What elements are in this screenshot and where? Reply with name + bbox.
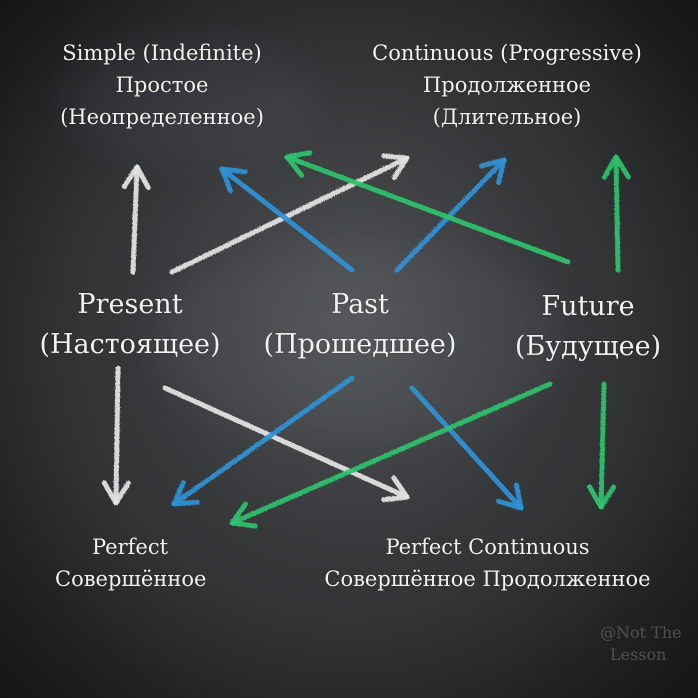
arrow-head: [219, 166, 248, 175]
future-en: Future: [541, 291, 635, 322]
arrow-shaft: [224, 170, 355, 273]
arrow-shaft: [613, 160, 621, 273]
arrow-shaft: [409, 385, 520, 507]
arrow-head: [601, 154, 619, 180]
arrow-head: [478, 157, 507, 169]
arrow-head: [613, 154, 631, 180]
future-ru: (Будущее): [514, 331, 662, 362]
arrow-shaft: [176, 375, 355, 504]
arrow-head: [229, 520, 258, 529]
arrow-head: [171, 480, 186, 507]
present-en: Present: [77, 289, 183, 320]
chalk-smudge: [60, 40, 320, 160]
present-to-perfect-arrow: [101, 365, 131, 506]
simple-ru-alt: (Неопределенное): [60, 105, 264, 129]
present-to-simple-arrow: [121, 164, 151, 275]
simple-ru: Простое: [115, 73, 209, 97]
arrow-head: [513, 482, 524, 511]
arrow-head: [229, 501, 249, 526]
perfect-ru: Совершённое: [55, 567, 207, 591]
arrow-shaft: [598, 381, 607, 504]
arrow-head: [121, 164, 140, 190]
arrow-head: [598, 484, 616, 510]
future-label: Future (Будущее): [498, 287, 678, 367]
watermark: @Not The Lesson: [600, 622, 682, 666]
watermark-line-2: Lesson: [610, 645, 667, 664]
continuous-en: Continuous (Progressive): [372, 41, 642, 65]
arrow-head: [586, 484, 604, 510]
perfect-tense-label: Perfect Совершённое: [55, 531, 207, 595]
perfect-continuous-ru: Совершённое Продолженное: [324, 567, 651, 591]
present-ru: (Настоящее): [39, 329, 221, 360]
future-to-continuous-arrow: [601, 154, 631, 273]
past-to-perfect-arrow: [171, 375, 355, 507]
continuous-ru-alt: (Длительное): [432, 105, 582, 129]
present-label: Present (Настоящее): [25, 285, 235, 365]
simple-en: Simple (Indefinite): [62, 41, 262, 65]
arrow-head: [381, 494, 410, 503]
future-to-perfect-arrow: [229, 381, 553, 529]
present-to-continuous-arrow: [169, 153, 410, 275]
arrow-head: [113, 480, 131, 506]
arrow-shaft: [130, 170, 140, 275]
arrow-head: [391, 475, 410, 500]
continuous-ru: Продолженное: [422, 73, 592, 97]
arrow-shaft: [162, 385, 405, 498]
arrow-head: [381, 153, 410, 161]
arrow-shaft: [234, 381, 553, 524]
past-en: Past: [331, 289, 389, 320]
watermark-line-1: @Not The: [600, 623, 682, 642]
arrow-head: [284, 154, 305, 178]
past-to-continuous-arrow: [394, 157, 507, 273]
present-to-perfect-continuous-arrow: [162, 385, 410, 503]
future-to-simple-arrow: [284, 150, 571, 265]
arrow-head: [134, 164, 151, 190]
arrow-head: [101, 480, 119, 506]
continuous-tense-label: Continuous (Progressive) Продолженное (Д…: [352, 37, 662, 133]
perfect-continuous-tense-label: Perfect Continuous Совершённое Продолжен…: [300, 531, 675, 595]
arrow-shaft: [113, 365, 121, 500]
simple-tense-label: Simple (Indefinite) Простое (Неопределен…: [32, 37, 292, 133]
future-to-perfect-continuous-arrow: [586, 381, 616, 510]
past-ru: (Прошедшее): [263, 329, 457, 360]
perfect-continuous-en: Perfect Continuous: [385, 535, 590, 559]
arrow-shaft: [290, 156, 571, 265]
arrow-head: [391, 155, 410, 181]
arrow-head: [171, 499, 200, 507]
arrow-head: [496, 498, 524, 511]
arrow-head: [219, 166, 233, 194]
arrow-head: [284, 150, 313, 160]
past-to-simple-arrow: [219, 166, 355, 273]
past-label: Past (Прошедшее): [250, 285, 470, 365]
arrow-head: [496, 157, 507, 186]
past-to-perfect-continuous-arrow: [409, 385, 524, 511]
perfect-en: Perfect: [91, 535, 169, 559]
